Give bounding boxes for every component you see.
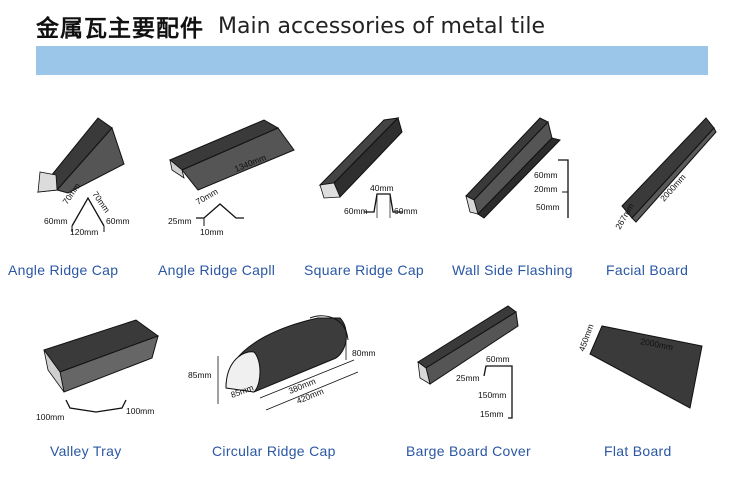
dim-text: 25mm	[456, 373, 480, 383]
dim-text: 60mm	[344, 206, 368, 216]
dim-text: 40mm	[370, 183, 394, 193]
dim-text: 60mm	[534, 170, 558, 180]
title-english: Main accessories of metal tile	[218, 13, 546, 39]
label-angle-ridge-cap: Angle Ridge Cap	[8, 262, 119, 278]
header-band	[36, 46, 708, 75]
dim-text: 60mm	[394, 206, 418, 216]
label-circular-ridge-cap: Circular Ridge Cap	[212, 443, 336, 459]
label-valley-tray: Valley Tray	[50, 443, 122, 459]
dim-text: 60mm	[486, 354, 510, 364]
dim-text: 15mm	[480, 409, 504, 419]
dim-text: 100mm	[36, 412, 64, 422]
title-chinese: 金属瓦主要配件	[36, 16, 204, 42]
label-angle-ridge-cap-2: Angle Ridge Capll	[158, 262, 276, 278]
dim-text: 20mm	[534, 184, 558, 194]
label-square-ridge-cap: Square Ridge Cap	[304, 262, 424, 278]
dim-text: 150mm	[478, 390, 506, 400]
label-facial-board: Facial Board	[606, 262, 689, 278]
dim-text: 120mm	[70, 227, 98, 237]
label-flat-board: Flat Board	[604, 443, 672, 459]
dim-text: 10mm	[200, 227, 224, 237]
header: 金属瓦主要配件 Main accessories of metal tile	[36, 8, 545, 44]
dim-text: 85mm	[188, 370, 212, 380]
dim-text: 80mm	[352, 348, 376, 358]
label-wall-side-flashing: Wall Side Flashing	[452, 262, 573, 278]
dim-text: 60mm	[44, 216, 68, 226]
label-barge-board-cover: Barge Board Cover	[406, 443, 531, 459]
dim-text: 25mm	[168, 216, 192, 226]
dim-text: 100mm	[126, 406, 154, 416]
dim-text: 60mm	[106, 216, 130, 226]
dim-text: 50mm	[536, 202, 560, 212]
